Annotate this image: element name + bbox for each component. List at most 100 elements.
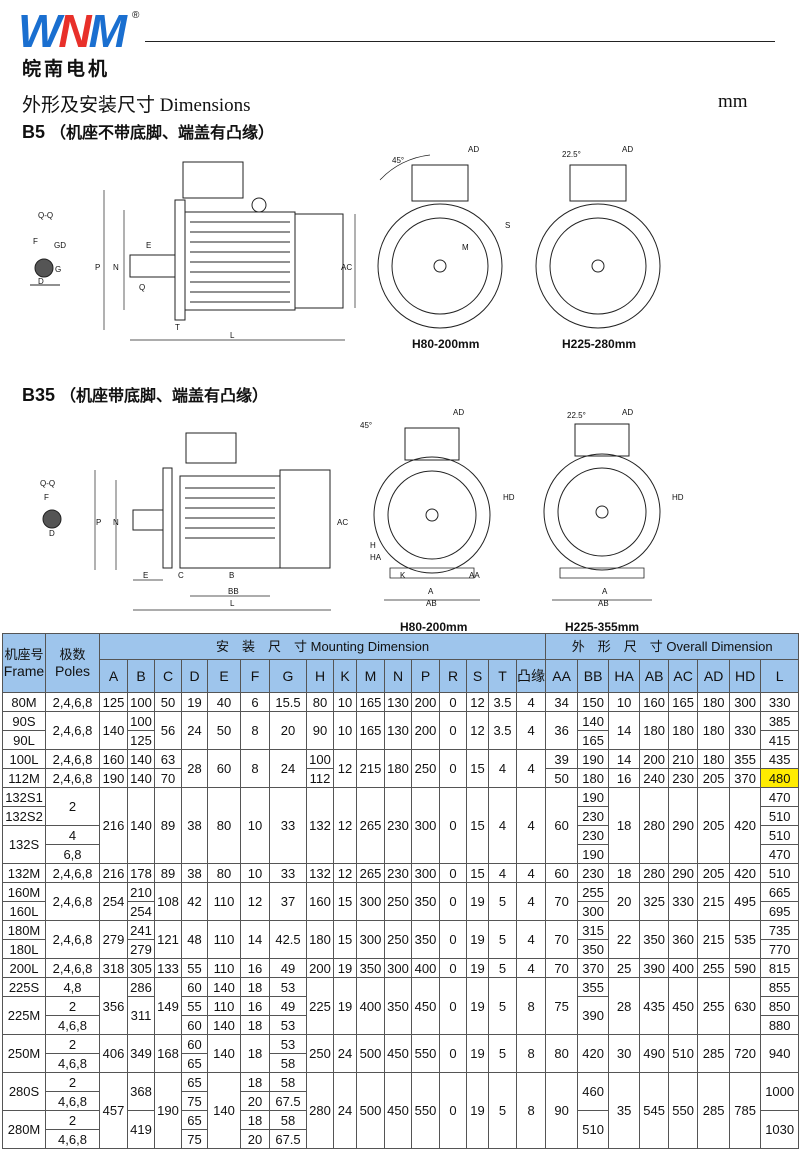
table-cell: 2,4,6,8 xyxy=(45,692,100,712)
table-cell: 5 xyxy=(488,958,517,978)
table-cell: 2,4,6,8 xyxy=(45,711,100,750)
table-cell: 140 xyxy=(207,1072,241,1149)
table-cell: 225S xyxy=(2,977,46,997)
label-p: P xyxy=(95,263,100,272)
table-cell: 250 xyxy=(384,882,412,921)
table-cell: 19 xyxy=(181,692,208,712)
table-cell: 19 xyxy=(466,977,489,1035)
table-cell: 100L xyxy=(2,749,46,769)
table-cell: 168 xyxy=(154,1034,182,1073)
table-cell: 510 xyxy=(760,825,800,845)
table-cell: 5 xyxy=(488,1034,517,1073)
table-cell: 149 xyxy=(154,977,182,1035)
table-cell: 28 xyxy=(181,749,208,788)
table-cell: 4,6,8 xyxy=(45,1015,100,1035)
table-cell: 200 xyxy=(411,711,440,750)
table-cell: 53 xyxy=(269,1034,307,1054)
table-cell: 2,4,6,8 xyxy=(45,749,100,769)
table-cell: 4,6,8 xyxy=(45,1091,100,1111)
table-cell: 305 xyxy=(127,958,155,978)
table-cell: 370 xyxy=(729,768,762,788)
table-cell: 33 xyxy=(269,863,307,883)
label-ad: AD xyxy=(453,408,464,417)
table-cell: 2 xyxy=(45,996,100,1016)
table-cell: 24 xyxy=(333,1072,357,1149)
table-cell: 5 xyxy=(488,920,517,959)
caption-b5-large: H225-280mm xyxy=(562,337,636,351)
table-cell: 75 xyxy=(181,1129,208,1149)
table-cell: 770 xyxy=(760,939,800,959)
table-cell: 100 xyxy=(127,711,155,731)
table-cell: 180 xyxy=(697,749,731,769)
table-cell: 40 xyxy=(207,692,241,712)
table-cell: 210 xyxy=(127,882,155,902)
table-cell: 2 xyxy=(45,1110,100,1130)
label-qq: Q-Q xyxy=(40,479,55,488)
table-cell: 280 xyxy=(306,1072,334,1149)
table-cell: 60 xyxy=(545,863,579,883)
table-cell: 10 xyxy=(333,711,357,750)
table-cell: 279 xyxy=(127,939,155,959)
label-aa: AA xyxy=(469,571,480,580)
table-cell: 1000 xyxy=(760,1072,800,1111)
table-cell: 160 xyxy=(306,882,334,921)
label-angle-22-5: 22.5° xyxy=(562,150,581,159)
table-cell: 3.5 xyxy=(488,711,517,750)
table-cell: 12 xyxy=(466,711,489,750)
table-cell: 90 xyxy=(306,711,334,750)
table-cell: 140 xyxy=(127,749,155,769)
table-cell: 215 xyxy=(697,920,731,959)
table-cell: 0 xyxy=(439,977,467,1035)
table-cell: 133 xyxy=(154,958,182,978)
table-cell: 150 xyxy=(577,692,610,712)
table-cell: 160M xyxy=(2,882,46,902)
section-code: B35 xyxy=(22,385,56,405)
table-cell: 2,4,6,8 xyxy=(45,768,100,788)
table-cell: 280M xyxy=(2,1110,46,1149)
table-cell: 720 xyxy=(729,1034,762,1073)
table-cell: 48 xyxy=(181,920,208,959)
table-cell: 311 xyxy=(127,996,155,1035)
label-q: Q xyxy=(139,283,145,292)
table-cell: 20 xyxy=(240,1129,270,1149)
table-cell: 550 xyxy=(411,1034,440,1073)
table-cell: 14 xyxy=(240,920,270,959)
table-cell: 53 xyxy=(269,977,307,997)
column-header-k: K xyxy=(333,659,357,693)
table-cell: 255 xyxy=(697,958,731,978)
table-cell: 815 xyxy=(760,958,800,978)
table-cell: 55 xyxy=(181,958,208,978)
label-angle-45: 45° xyxy=(392,156,404,165)
header-frame-cn: 机座号 xyxy=(4,647,44,662)
b35-shaft-section: Q-Q F D xyxy=(40,479,62,538)
table-cell: 89 xyxy=(154,863,182,883)
table-cell: 225 xyxy=(306,977,334,1035)
label-n: N xyxy=(113,263,119,272)
table-cell: 255 xyxy=(577,882,610,902)
table-cell: 56 xyxy=(154,711,182,750)
table-cell: 18 xyxy=(608,787,641,864)
table-cell: 38 xyxy=(181,787,208,864)
table-cell: 132 xyxy=(306,863,334,883)
label-a: A xyxy=(602,587,608,596)
table-cell: 10 xyxy=(333,692,357,712)
table-cell: 75 xyxy=(545,977,579,1035)
table-cell: 190 xyxy=(577,844,610,864)
table-cell: 0 xyxy=(439,863,467,883)
table-cell: 6,8 xyxy=(45,844,100,864)
table-cell: 12 xyxy=(333,787,357,864)
table-cell: 60 xyxy=(181,977,208,997)
table-cell: 4 xyxy=(515,958,547,978)
label-hd: HD xyxy=(672,493,684,502)
column-header-p: P xyxy=(411,659,440,693)
section-desc: （机座不带底脚、端盖有凸缘） xyxy=(50,123,275,142)
table-cell: 190 xyxy=(577,749,610,769)
b5-shaft-section: Q-Q F GD G D xyxy=(30,211,66,286)
